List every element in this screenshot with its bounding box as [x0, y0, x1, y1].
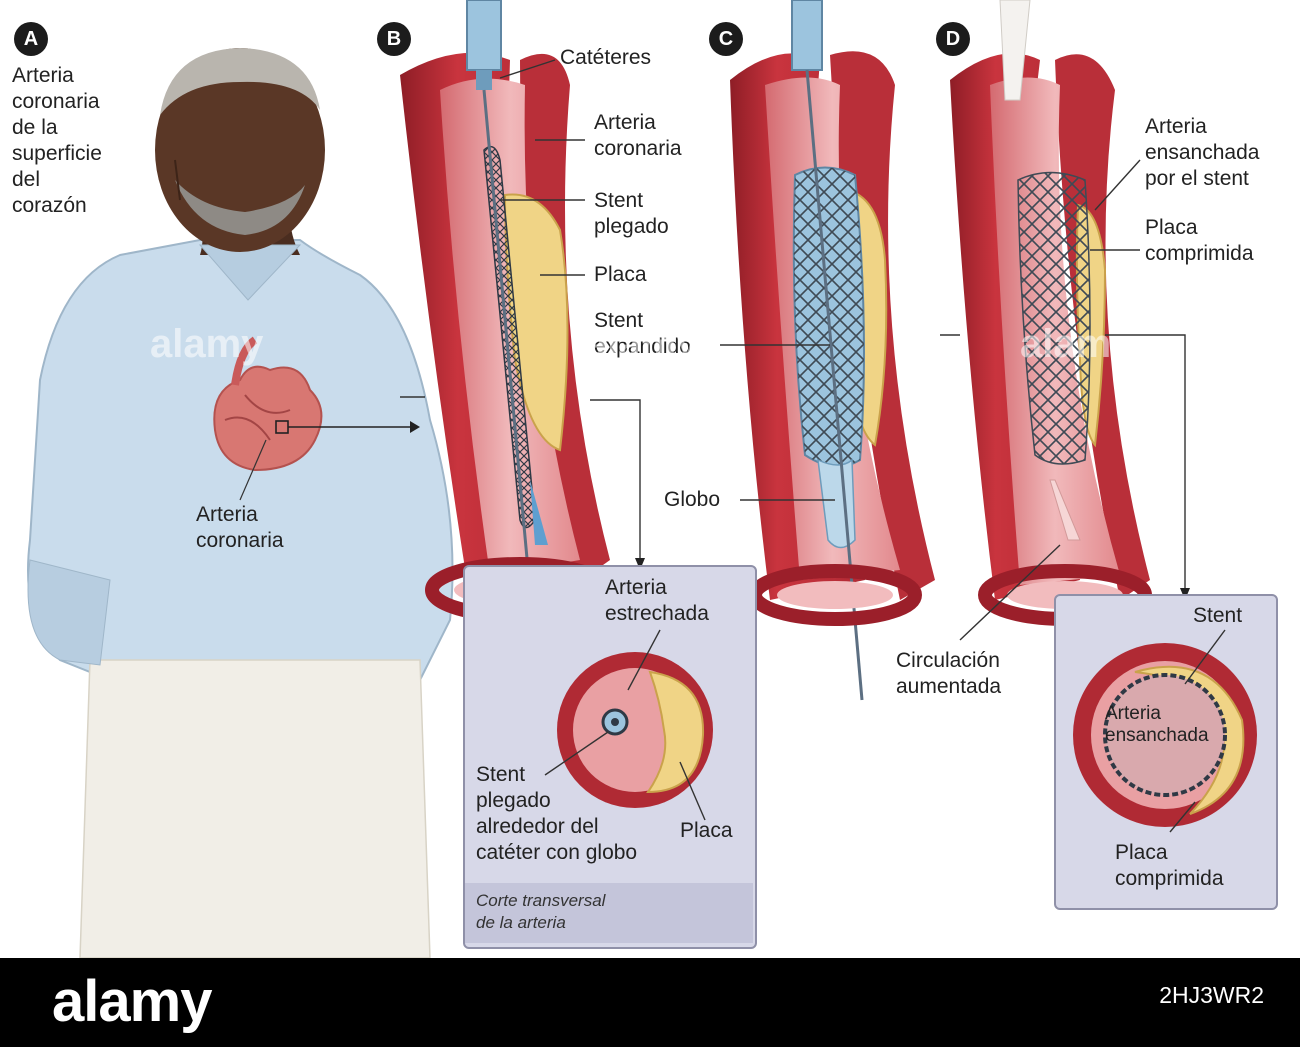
badge-c: C: [709, 22, 743, 56]
watermark-left: alamy: [150, 322, 264, 366]
label-plaque-b: Placa: [594, 263, 647, 286]
label-compressed-inset-d: Placa comprimida: [1115, 841, 1224, 890]
label-coronary-artery-b: Arteria coronaria: [594, 111, 682, 160]
badge-d: D: [936, 22, 970, 56]
artery-b: [400, 0, 615, 701]
stock-image-id: 2HJ3WR2: [1159, 982, 1264, 1008]
label-compressed-plaque-d: Placa comprimida: [1145, 216, 1254, 265]
label-catheters: Catéteres: [560, 46, 652, 69]
label-widened-inset-d: Arteria ensanchada: [1105, 703, 1209, 746]
label-coronary-surface: Arteria coronaria de la superficie del c…: [12, 64, 102, 217]
badge-a: A: [14, 22, 48, 56]
watermark-center: alamy: [585, 322, 699, 366]
label-stent-inset-d: Stent: [1193, 604, 1243, 627]
heart-illustration: [213, 336, 420, 501]
label-stent-expanded: Stent expandido: [594, 309, 691, 358]
label-plaque-inset-b: Placa: [680, 819, 733, 842]
label-coronary-artery-a: Arteria coronaria: [196, 503, 284, 552]
label-widened-artery: Arteria ensanchada por el stent: [1145, 115, 1260, 190]
stock-footer: alamy 2HJ3WR2: [0, 958, 1300, 1047]
stent-diagram: A B C D Arteria coronaria de la superfic…: [12, 0, 1278, 958]
label-increased-circulation: Circulación aumentada: [896, 649, 1002, 698]
watermark-right: alamy: [1020, 322, 1134, 366]
inset-b-caption-bg: [465, 883, 753, 943]
label-cross-section-caption: Corte transversal de la arteria: [476, 891, 606, 932]
label-stent-around-catheter: Stent plegado alrededor del catéter con …: [476, 763, 638, 864]
label-balloon: Globo: [664, 488, 721, 511]
badge-b: B: [377, 22, 411, 56]
label-stent-folded: Stent plegado: [594, 189, 669, 238]
artery-c: [730, 0, 935, 701]
brand-logo: alamy: [52, 969, 212, 1034]
artery-d: [950, 0, 1152, 626]
label-narrowed-artery: Arteria estrechada: [605, 576, 709, 625]
man-figure: [27, 48, 454, 958]
